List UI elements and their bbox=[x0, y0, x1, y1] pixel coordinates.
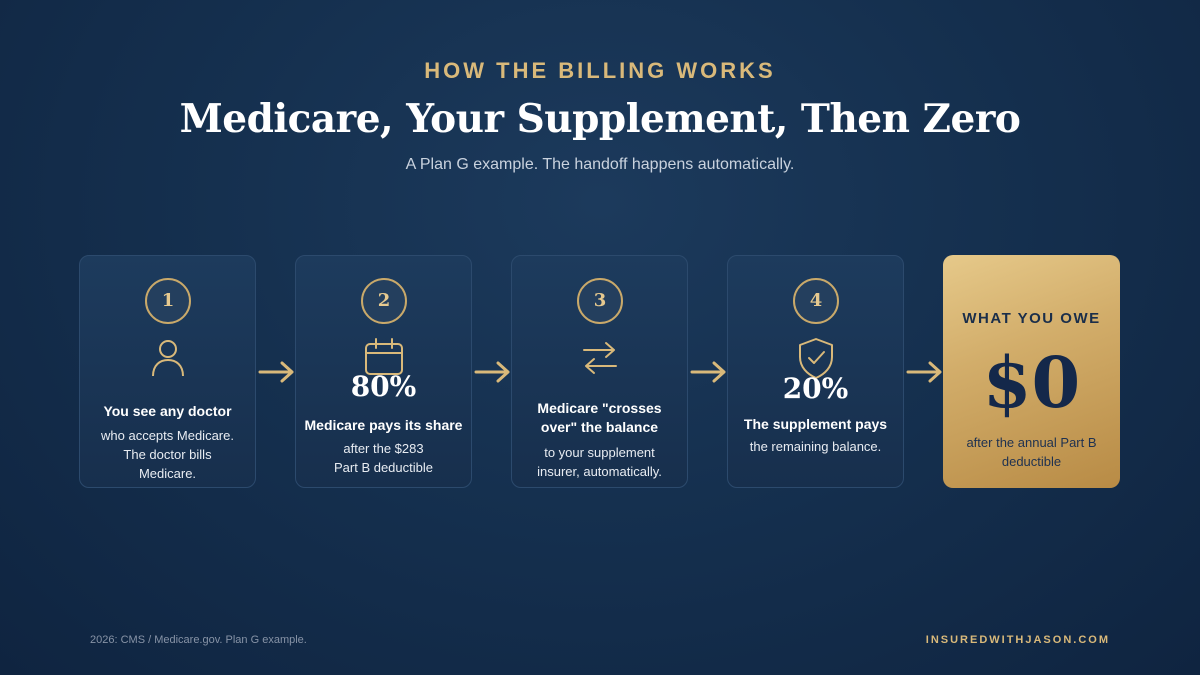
result-card: WHAT YOU OWE $0 after the annual Part B … bbox=[943, 255, 1120, 488]
source-note: 2026: CMS / Medicare.gov. Plan G example… bbox=[90, 634, 307, 646]
step-lead: Medicare "crosses over" the balance bbox=[537, 400, 662, 435]
result-note: after the annual Part B deductible bbox=[966, 435, 1097, 469]
step-detail: after the $283 Part B deductible bbox=[333, 441, 433, 475]
step-detail: to your supplement insurer, automaticall… bbox=[537, 445, 662, 479]
step-lead: Medicare pays its share bbox=[304, 417, 463, 433]
result-amount: $0 bbox=[982, 341, 1081, 424]
step-lead: The supplement pays bbox=[743, 416, 888, 432]
step-number-badge: 3 bbox=[577, 278, 623, 324]
page-subtitle: A Plan G example. The handoff happens au… bbox=[405, 156, 795, 173]
step-number-badge: 2 bbox=[361, 278, 407, 324]
site-link[interactable]: INSUREDWITHJASON.COM bbox=[925, 634, 1110, 646]
calendar-icon bbox=[365, 338, 403, 375]
page-title: Medicare, Your Supplement, Then Zero bbox=[179, 96, 1021, 142]
shield-check-icon bbox=[799, 338, 833, 379]
eyebrow-label: HOW THE BILLING WORKS bbox=[424, 58, 776, 83]
step-detail: the remaining balance. bbox=[749, 439, 882, 454]
step-detail: who accepts Medicare. The doctor bills M… bbox=[101, 428, 234, 481]
step-lead: You see any doctor bbox=[103, 403, 232, 419]
arrow-right-icon bbox=[258, 361, 294, 383]
step-number-badge: 4 bbox=[793, 278, 839, 324]
step-stat: 20% bbox=[782, 372, 849, 405]
person-icon bbox=[152, 340, 184, 377]
arrow-right-icon bbox=[690, 361, 726, 383]
step-card-3: 3 Medicare "crosses over" the balance to… bbox=[511, 255, 688, 488]
swap-arrows-icon bbox=[583, 342, 617, 374]
result-label: WHAT YOU OWE bbox=[962, 310, 1101, 327]
arrow-right-icon bbox=[474, 361, 510, 383]
step-card-1: 1 You see any doctor who accepts Medicar… bbox=[79, 255, 256, 488]
step-number-badge: 1 bbox=[145, 278, 191, 324]
step-card-4: 4 20% The supplement pays the remaining … bbox=[727, 255, 904, 488]
arrow-right-icon bbox=[906, 361, 942, 383]
step-stat: 80% bbox=[350, 370, 417, 403]
step-card-2: 2 80% Medicare pays its share after the … bbox=[295, 255, 472, 488]
